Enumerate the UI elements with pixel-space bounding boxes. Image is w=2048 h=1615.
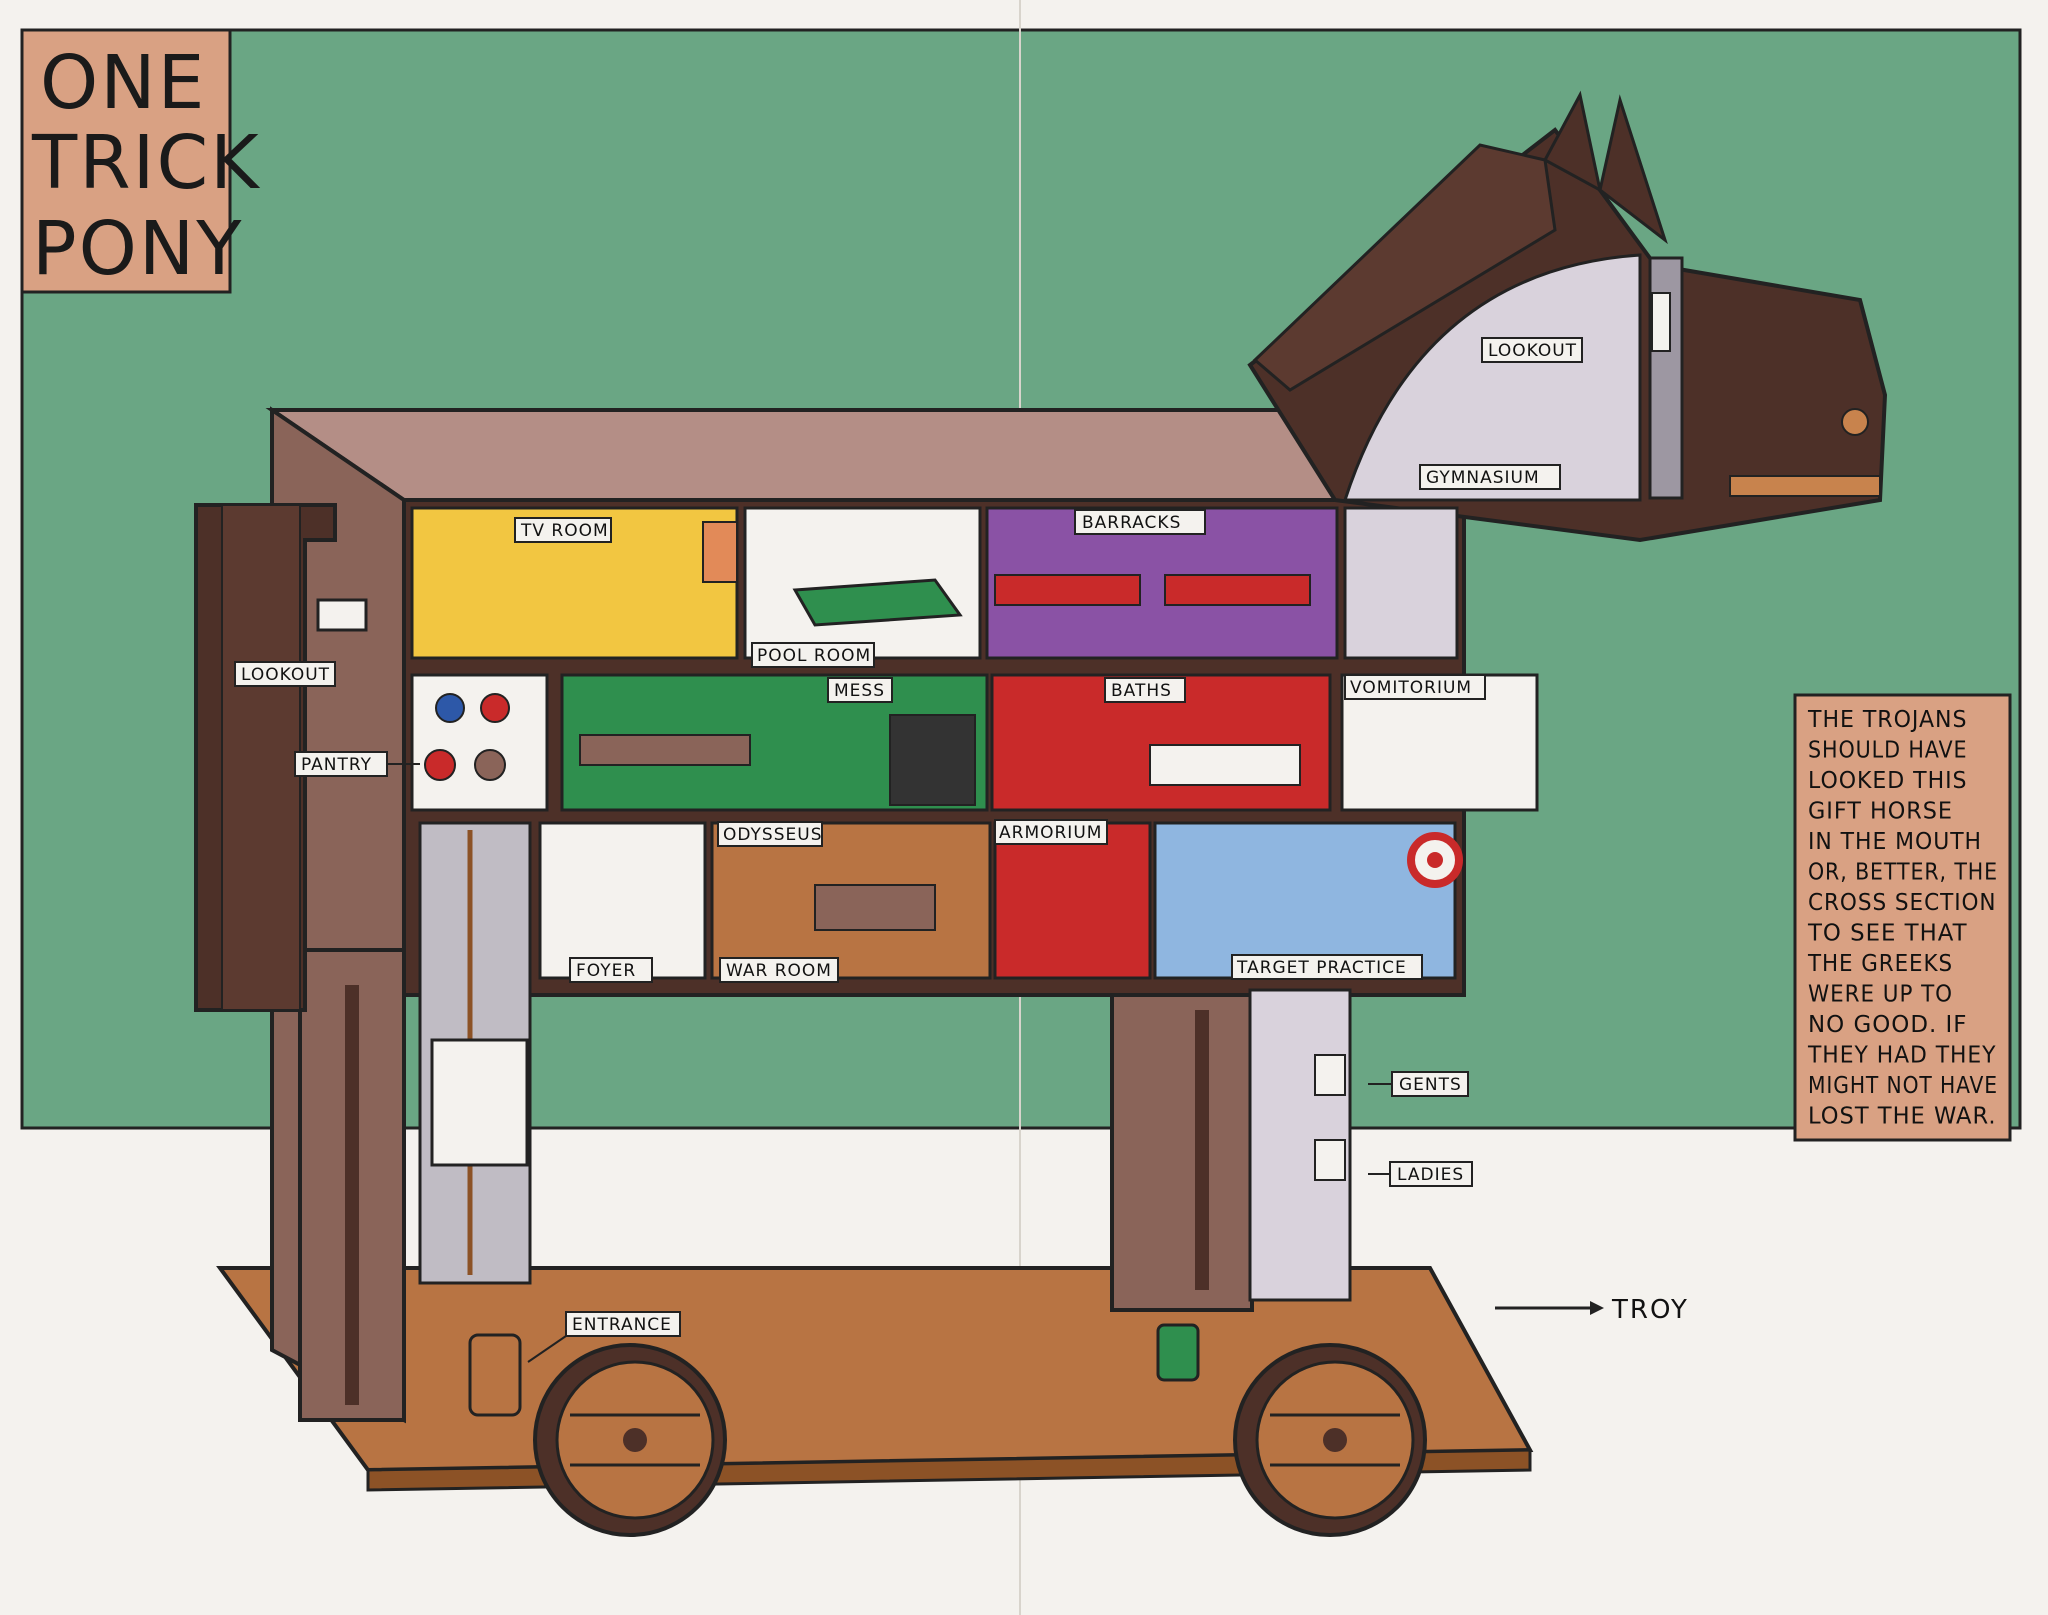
rear-leg-shadow xyxy=(345,985,359,1405)
bathtub xyxy=(1149,744,1301,786)
caption-line: OR, BETTER, THE xyxy=(1808,860,1998,886)
svg-text:LOOKOUT: LOOKOUT xyxy=(1488,341,1577,361)
room-foyer xyxy=(538,821,707,980)
pantry-jar xyxy=(474,749,506,781)
svg-text:ARMORIUM: ARMORIUM xyxy=(999,823,1102,843)
title-line-1: ONE xyxy=(40,40,206,126)
caption-line: THE GREEKS xyxy=(1807,951,1953,977)
front-wheel xyxy=(1233,1343,1427,1537)
label-barracks: BARRACKS xyxy=(1074,509,1206,535)
side-lookout-window xyxy=(316,598,368,632)
front-leg xyxy=(1110,988,1254,1312)
room-target-practice xyxy=(1153,821,1457,980)
svg-text:VOMITORIUM: VOMITORIUM xyxy=(1350,678,1472,698)
label-pantry: PANTRY xyxy=(294,751,420,777)
caption-line: WERE UP TO xyxy=(1808,982,1953,1008)
label-mess: MESS xyxy=(827,677,893,703)
caption-line: MIGHT NOT HAVE xyxy=(1808,1073,1998,1099)
svg-text:FOYER: FOYER xyxy=(576,961,636,981)
label-war-room: WAR ROOM xyxy=(719,957,839,983)
mess-table xyxy=(579,734,751,766)
caption-line: CROSS SECTION xyxy=(1808,890,1997,916)
ear-left xyxy=(1542,90,1603,193)
label-target-practice: TARGET PRACTICE xyxy=(1231,954,1423,980)
ladies-toilet xyxy=(1314,1139,1346,1181)
pantry-jar xyxy=(424,749,456,781)
direction-arrow: TROY xyxy=(1495,1295,1689,1325)
svg-text:ENTRANCE: ENTRANCE xyxy=(572,1315,672,1335)
caption-line: LOST THE WAR. xyxy=(1808,1104,1997,1130)
caption-line: SHOULD HAVE xyxy=(1808,738,1968,764)
caption-line: GIFT HORSE xyxy=(1808,799,1953,825)
troy-label: TROY xyxy=(1611,1295,1689,1325)
label-pool-room: POOL ROOM xyxy=(751,642,875,668)
room-armorium xyxy=(993,821,1152,980)
front-leg-shadow xyxy=(1195,1010,1209,1290)
svg-text:BATHS: BATHS xyxy=(1111,681,1172,701)
entrance-door xyxy=(468,1333,522,1417)
head-window xyxy=(1651,292,1671,352)
mouth xyxy=(1729,475,1881,497)
mane xyxy=(1252,143,1557,392)
room-gymnasium xyxy=(1343,506,1459,660)
pantry-jar xyxy=(435,693,465,723)
room-pool-room xyxy=(743,506,982,660)
pool-table xyxy=(792,578,963,627)
bunk-bed-right xyxy=(1164,574,1311,606)
label-gymnasium: GYMNASIUM xyxy=(1419,464,1561,490)
eye xyxy=(1841,408,1869,436)
label-armorium: ARMORIUM xyxy=(994,819,1108,845)
label-foyer: FOYER xyxy=(569,957,653,983)
war-room-table xyxy=(814,884,936,931)
svg-text:ODYSSEUS: ODYSSEUS xyxy=(723,825,822,845)
caption-line: LOOKED THIS xyxy=(1808,768,1968,794)
caption-line: NO GOOD. IF xyxy=(1808,1012,1968,1038)
archery-target-center xyxy=(1427,852,1443,868)
title-box: ONE TRICK PONY xyxy=(20,28,261,294)
label-ladies: LADIES xyxy=(1368,1161,1473,1187)
svg-text:TARGET PRACTICE: TARGET PRACTICE xyxy=(1236,958,1407,978)
label-lookout-side: LOOKOUT xyxy=(234,598,368,687)
label-odysseus: ODYSSEUS xyxy=(717,821,823,847)
label-baths: BATHS xyxy=(1104,677,1186,703)
svg-text:GENTS: GENTS xyxy=(1399,1075,1462,1095)
caption-line: THEY HAD THEY xyxy=(1807,1043,1996,1069)
title-line-2: TRICK xyxy=(31,120,261,206)
title-line-3: PONY xyxy=(32,206,243,292)
caption-line: IN THE MOUTH xyxy=(1808,829,1982,855)
rear-wheel xyxy=(533,1343,727,1537)
svg-text:MESS: MESS xyxy=(834,681,885,701)
svg-text:TV ROOM: TV ROOM xyxy=(520,521,609,541)
gents-toilet xyxy=(1314,1054,1346,1096)
green-canister xyxy=(1156,1323,1200,1382)
horse-head xyxy=(1247,90,1888,543)
ear-right xyxy=(1598,94,1668,245)
horse-back-top xyxy=(265,408,1343,502)
svg-text:WAR ROOM: WAR ROOM xyxy=(726,961,832,981)
svg-text:GYMNASIUM: GYMNASIUM xyxy=(1426,468,1540,488)
head-interior xyxy=(1342,253,1642,502)
tail-post-face xyxy=(221,504,301,1011)
svg-text:LADIES: LADIES xyxy=(1397,1165,1464,1185)
stove xyxy=(889,714,976,806)
pantry-jar xyxy=(480,693,510,723)
label-tv-room: TV ROOM xyxy=(514,517,612,543)
label-gents: GENTS xyxy=(1368,1071,1469,1097)
room-pantry xyxy=(410,673,549,812)
svg-text:LOOKOUT: LOOKOUT xyxy=(241,665,330,685)
bunk-bed-left xyxy=(994,574,1141,606)
caption-line: THE TROJANS xyxy=(1807,707,1967,733)
svg-text:PANTRY: PANTRY xyxy=(301,755,372,775)
caption-line: TO SEE THAT xyxy=(1807,921,1967,947)
svg-text:BARRACKS: BARRACKS xyxy=(1082,513,1181,533)
label-vomitorium: VOMITORIUM xyxy=(1344,674,1486,700)
label-lookout-head: LOOKOUT xyxy=(1481,337,1583,363)
caption-box: THE TROJANS SHOULD HAVE LOOKED THIS GIFT HO… xyxy=(1793,693,2012,1142)
shaft-landing xyxy=(430,1038,529,1167)
tv-screen xyxy=(702,521,738,583)
svg-text:POOL ROOM: POOL ROOM xyxy=(757,646,871,666)
label-entrance: ENTRANCE xyxy=(527,1311,681,1363)
